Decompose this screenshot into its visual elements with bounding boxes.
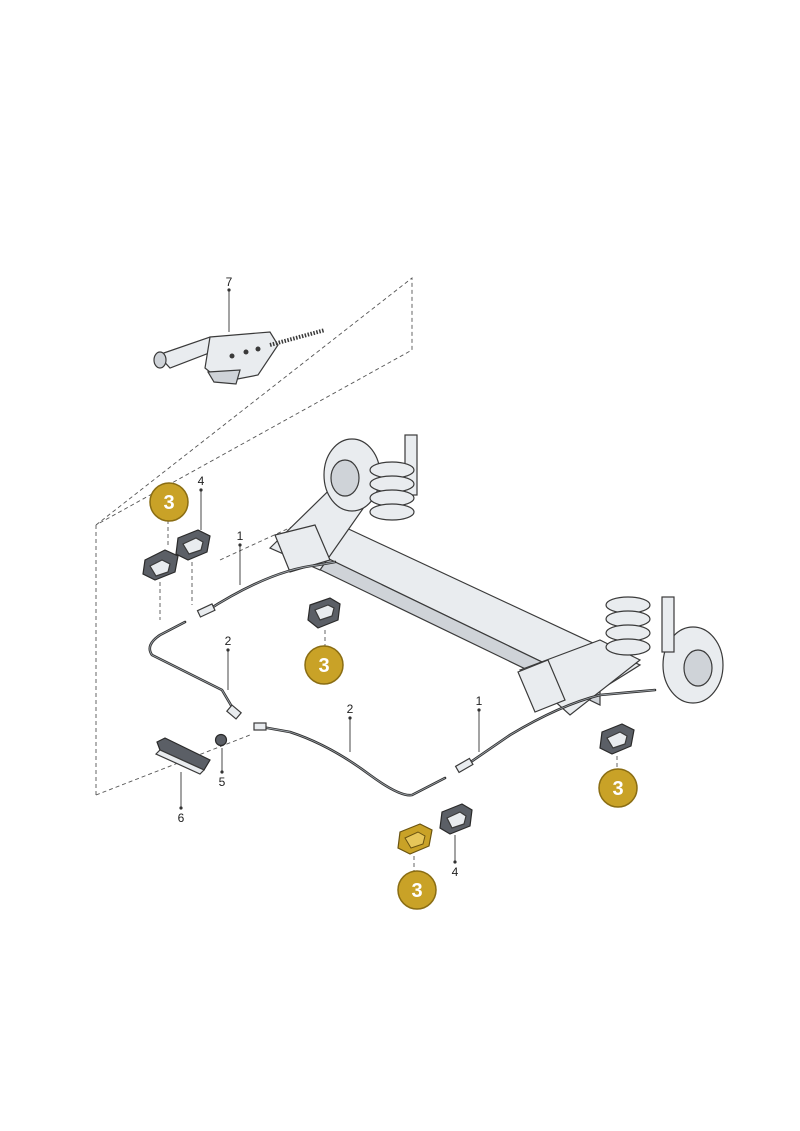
callout-labels: 7 1 2 2 1 4 4 5 6: [178, 275, 483, 879]
svg-text:3: 3: [163, 492, 174, 514]
grommet-upper-left-a: [142, 549, 179, 581]
callout-4-lower: 4: [452, 865, 459, 879]
grommet-lower-highlighted: [397, 823, 433, 855]
nut: [214, 733, 228, 747]
highlight-badges: 3 3 3 3: [149, 482, 638, 910]
grommet-upper-left-b: [175, 529, 211, 561]
callout-4-upper: 4: [198, 474, 205, 488]
callout-6: 6: [178, 811, 185, 825]
badge-3-lower: 3: [397, 870, 437, 910]
badge-3-center: 3: [304, 645, 344, 685]
rear-axle-beam: [268, 434, 724, 716]
brake-cables: [148, 560, 657, 797]
badge-3-right: 3: [598, 768, 638, 808]
svg-text:3: 3: [318, 655, 329, 677]
left-coil-spring: [369, 461, 415, 521]
svg-text:3: 3: [411, 880, 422, 902]
grommets: [142, 529, 635, 855]
callout-2-left: 2: [225, 634, 232, 648]
callout-leaders: [159, 288, 618, 872]
right-coil-spring: [605, 596, 651, 656]
callout-5: 5: [219, 775, 226, 789]
callout-2-lower: 2: [347, 702, 354, 716]
hand-brake-lever: [153, 328, 326, 385]
equalizer-bracket: [154, 737, 211, 775]
badge-3-upper-left: 3: [149, 482, 189, 522]
grommet-right: [599, 723, 635, 755]
callout-7: 7: [226, 275, 233, 289]
callout-1-upper: 1: [237, 529, 244, 543]
grommet-lower-right: [439, 803, 473, 835]
svg-text:3: 3: [612, 778, 623, 800]
callout-1-lower: 1: [476, 694, 483, 708]
grommet-center: [307, 597, 341, 629]
